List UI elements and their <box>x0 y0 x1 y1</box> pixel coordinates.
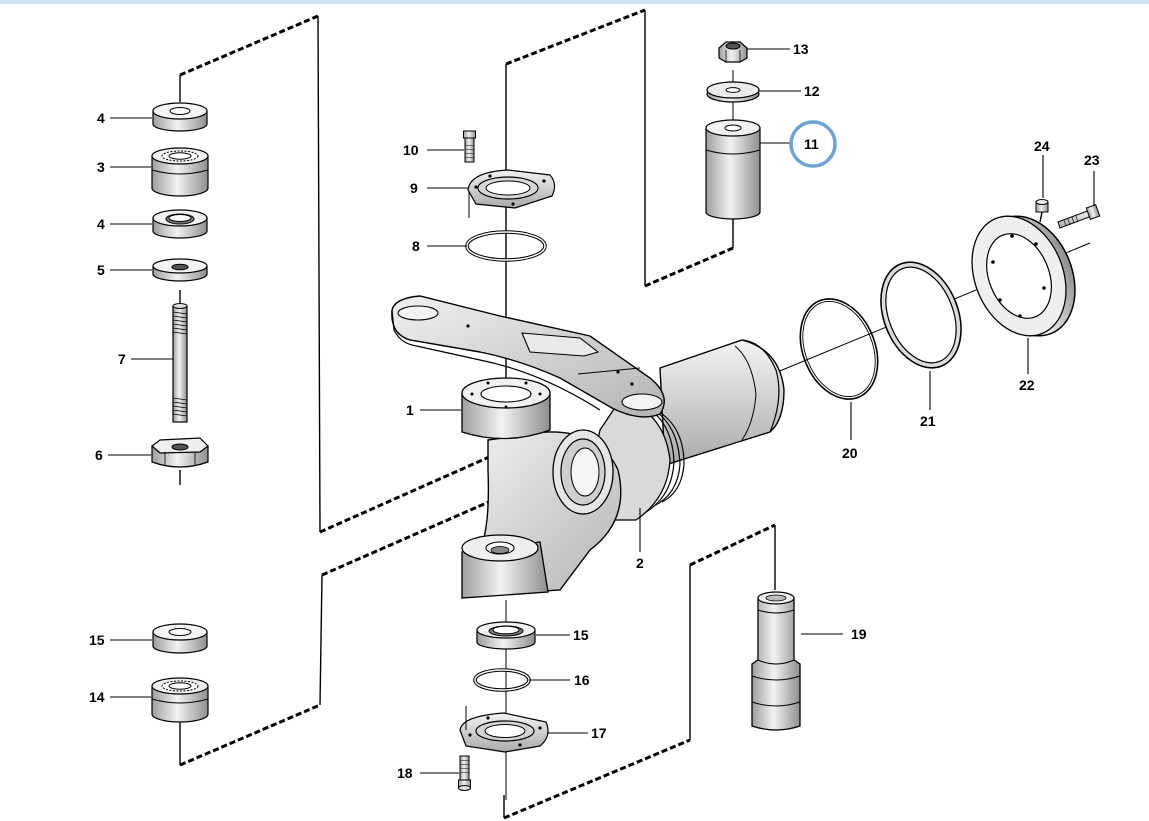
callout-3[interactable]: 3 <box>97 159 105 175</box>
callout-24[interactable]: 24 <box>1034 138 1050 154</box>
part-20-seal-ring[interactable] <box>786 287 892 410</box>
part-11-sleeve[interactable] <box>705 119 761 220</box>
top-strip <box>0 0 1149 4</box>
part-15-center-bearing[interactable] <box>476 621 536 650</box>
part-7-stud[interactable] <box>172 303 188 423</box>
part-19-king-pin[interactable] <box>751 591 801 731</box>
leader-lines <box>108 48 1095 774</box>
part-23-bolt[interactable] <box>1057 204 1101 229</box>
callout-13[interactable]: 13 <box>793 41 809 57</box>
callout-4-upper[interactable]: 4 <box>97 110 105 126</box>
callout-15-left[interactable]: 15 <box>89 632 105 648</box>
part-9-cover-plate[interactable] <box>467 169 556 218</box>
callout-15-center[interactable]: 15 <box>573 627 589 643</box>
part-21-retaining-ring[interactable] <box>866 250 976 380</box>
callout-12[interactable]: 12 <box>804 83 820 99</box>
callout-20[interactable]: 20 <box>842 445 858 461</box>
callout-9[interactable]: 9 <box>410 180 418 196</box>
callout-10[interactable]: 10 <box>403 142 419 158</box>
callout-labels: 4 3 4 5 7 6 15 14 10 9 8 1 2 13 12 11 24… <box>89 41 1100 781</box>
dashed-guide-lines <box>179 8 776 820</box>
callout-23[interactable]: 23 <box>1084 152 1100 168</box>
callout-14[interactable]: 14 <box>89 689 105 705</box>
callout-4-lower[interactable]: 4 <box>97 216 105 232</box>
selected-callout-highlight[interactable] <box>789 120 837 168</box>
part-24-screw[interactable] <box>1035 199 1049 223</box>
part-5-spacer[interactable] <box>152 258 208 282</box>
callout-7[interactable]: 7 <box>118 351 126 367</box>
part-6-nut[interactable] <box>151 437 209 468</box>
part-18-bolt[interactable] <box>458 755 471 791</box>
part-4-upper-washer[interactable] <box>152 102 208 132</box>
callout-19[interactable]: 19 <box>851 626 867 642</box>
callout-1[interactable]: 1 <box>406 402 414 418</box>
part-13-nut[interactable] <box>718 41 748 63</box>
callout-8[interactable]: 8 <box>412 238 420 254</box>
part-1-steering-arm[interactable] <box>391 295 665 440</box>
part-16-o-ring-lower[interactable] <box>473 668 531 692</box>
callout-17[interactable]: 17 <box>591 725 607 741</box>
callout-22[interactable]: 22 <box>1019 377 1035 393</box>
part-22-flange[interactable] <box>955 202 1092 350</box>
part-2-knuckle-housing[interactable] <box>461 339 785 599</box>
callout-11[interactable]: 11 <box>804 136 819 152</box>
callout-16[interactable]: 16 <box>574 672 590 688</box>
part-15-left-washer[interactable] <box>152 623 208 654</box>
callout-2[interactable]: 2 <box>636 555 644 571</box>
callout-5[interactable]: 5 <box>97 262 105 278</box>
callout-6[interactable]: 6 <box>95 447 103 463</box>
part-4-lower-washer[interactable] <box>152 209 208 239</box>
part-14-lower-bearing[interactable] <box>151 677 209 723</box>
part-10-screw[interactable] <box>463 130 476 163</box>
part-12-washer[interactable] <box>706 81 760 103</box>
part-3-upper-bearing[interactable] <box>151 147 209 197</box>
part-17-bottom-plate[interactable] <box>459 706 549 753</box>
callout-21[interactable]: 21 <box>920 413 936 429</box>
callout-18[interactable]: 18 <box>397 765 413 781</box>
